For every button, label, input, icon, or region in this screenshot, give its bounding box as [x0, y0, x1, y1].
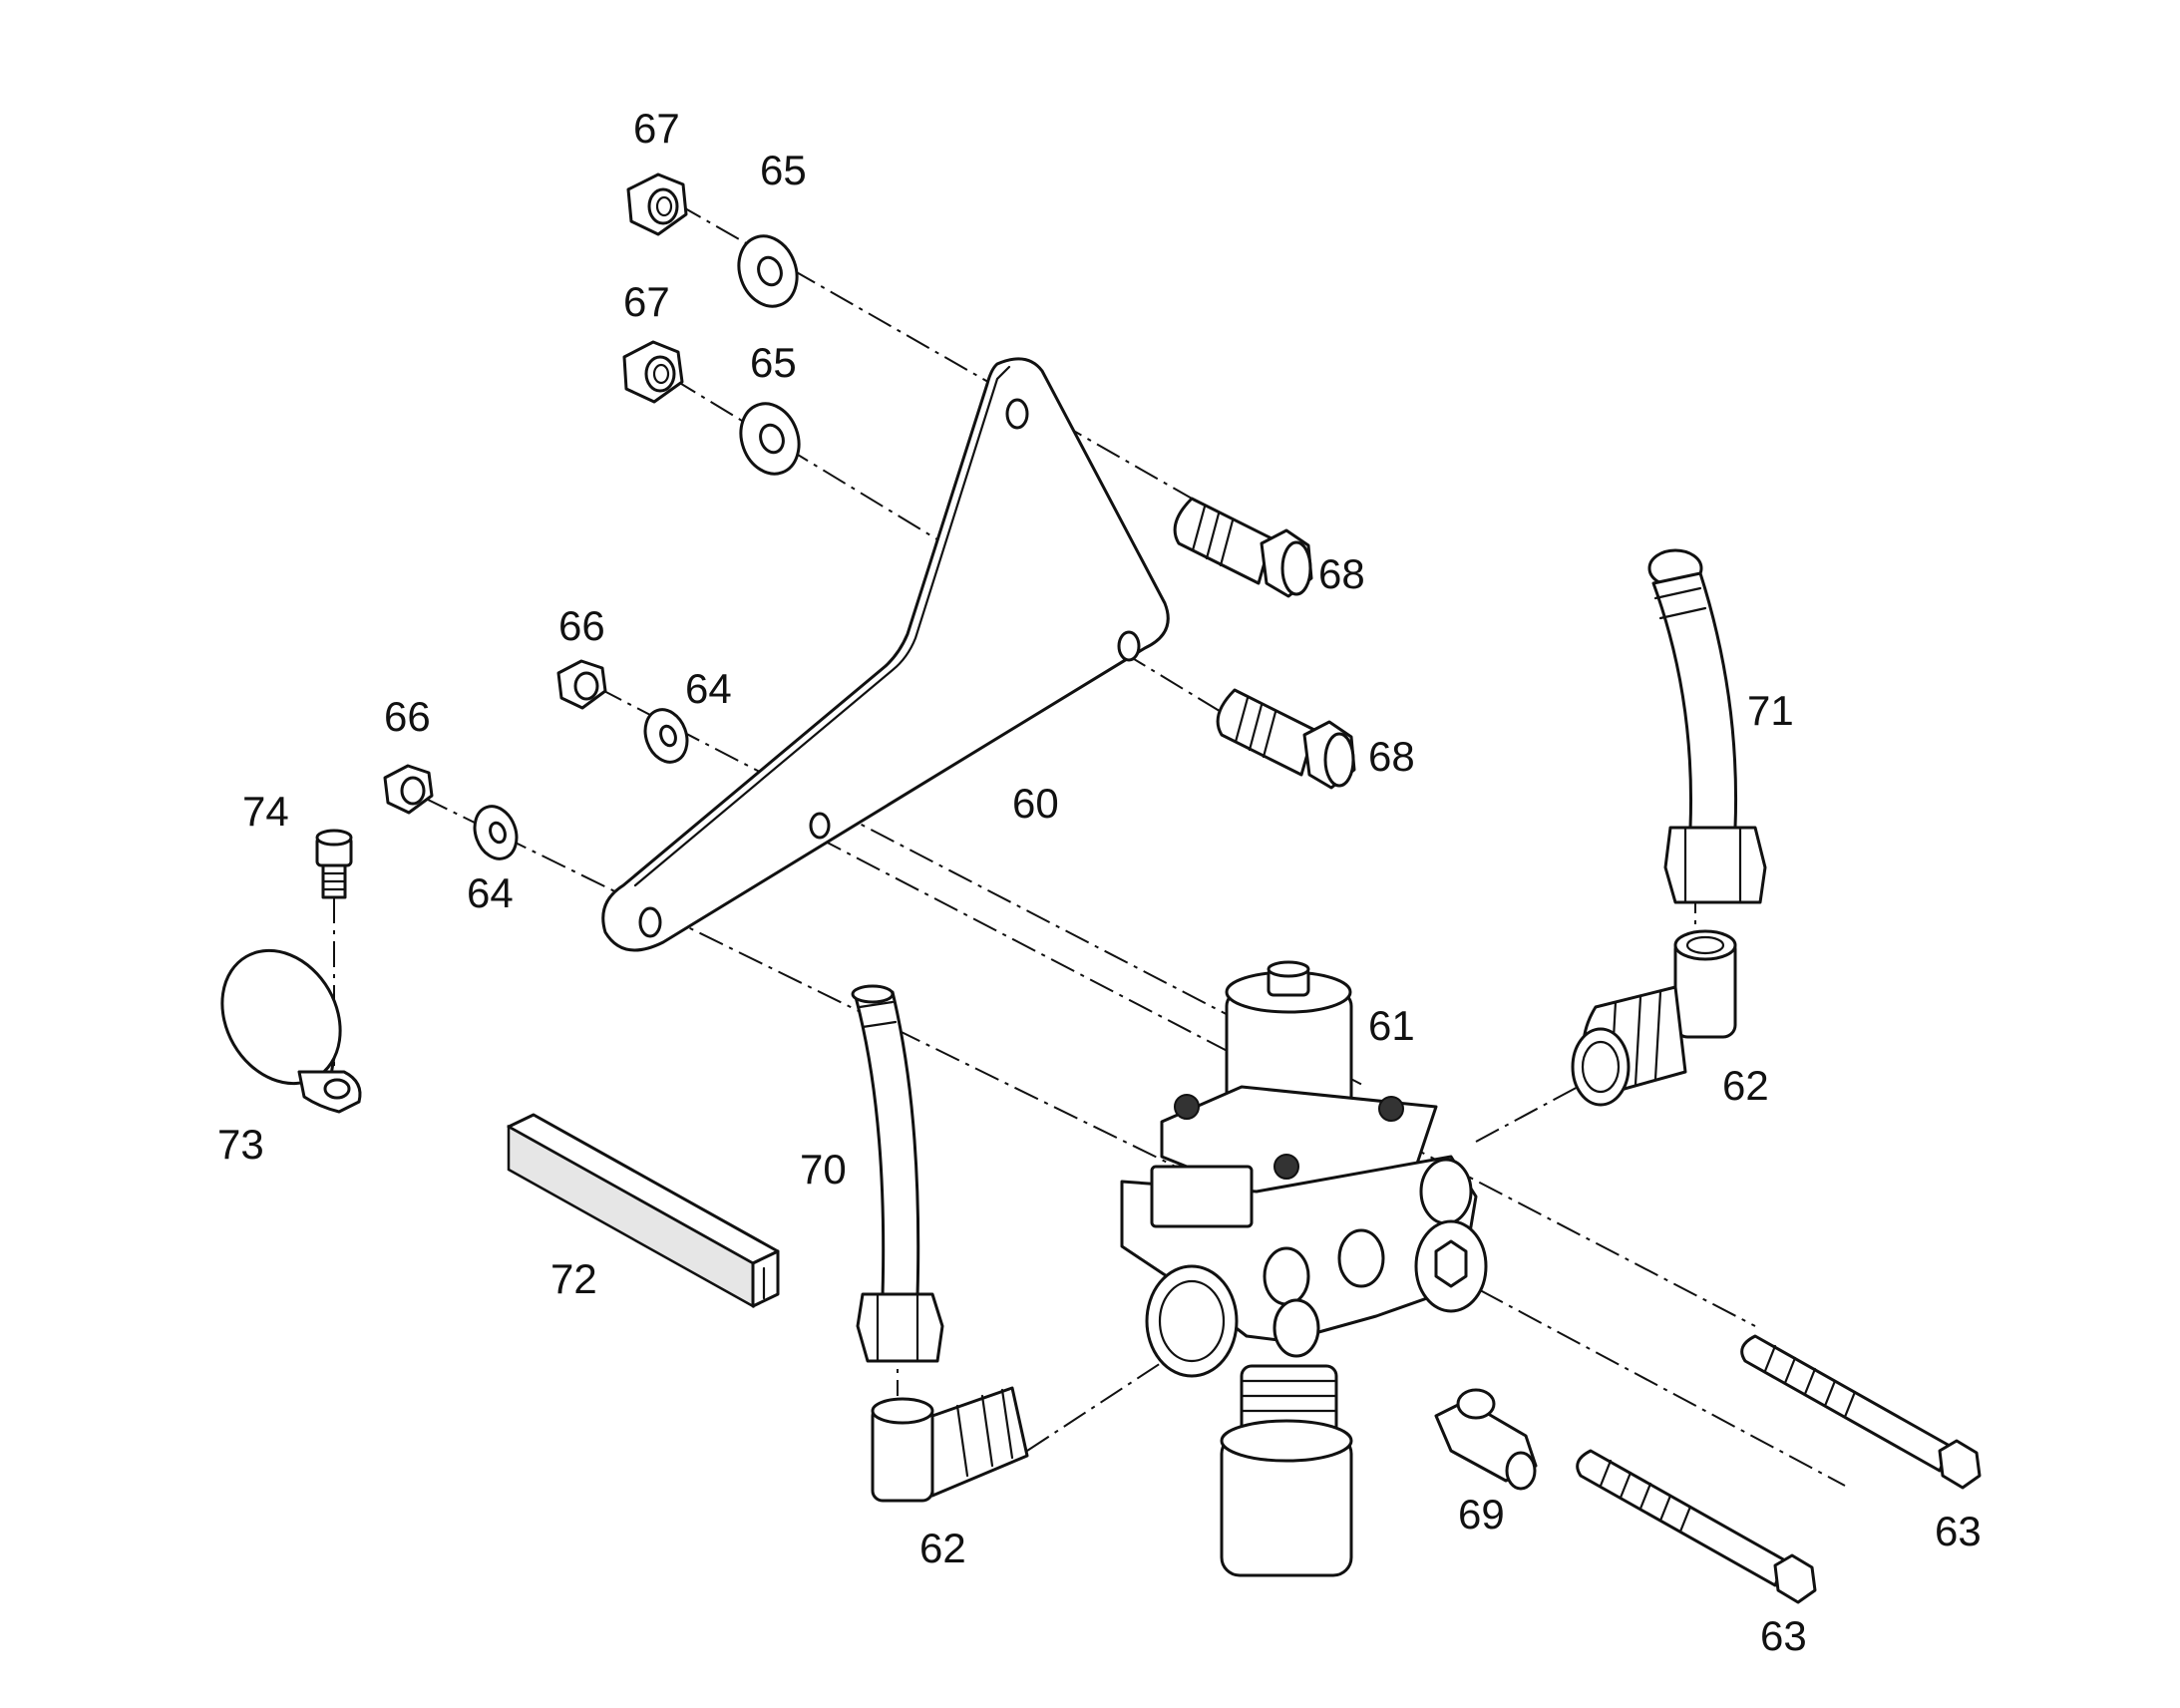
socket-screw-74	[315, 829, 353, 899]
elbow-fitting-62-upper	[1571, 929, 1737, 1107]
hose-71	[1647, 548, 1767, 904]
callout-62-lower: 62	[919, 1525, 966, 1571]
callout-68-upper: 68	[1318, 550, 1365, 597]
callout-67-upper: 67	[633, 105, 680, 152]
callout-71: 71	[1747, 687, 1794, 734]
callout-65-lower: 65	[750, 339, 797, 386]
callout-74: 74	[242, 788, 289, 835]
callout-64-lower: 64	[467, 869, 514, 916]
callout-68-lower: 68	[1368, 733, 1415, 780]
bolt-68-lower	[1216, 688, 1356, 790]
elbow-fitting-62-lower	[871, 1386, 1029, 1503]
callout-65-upper: 65	[760, 147, 807, 193]
washer-65-lower	[739, 402, 801, 476]
callout-72: 72	[550, 1255, 597, 1302]
washer-65-upper	[737, 234, 799, 308]
valve-body-61	[1120, 960, 1488, 1577]
washer-64-upper	[643, 708, 689, 764]
hex-nut-66-lower	[383, 764, 434, 815]
long-bolt-63-lower	[1576, 1449, 1817, 1604]
bracket-60	[601, 357, 1170, 952]
callout-66-upper: 66	[558, 602, 605, 649]
hex-nut-67-upper	[626, 172, 688, 236]
callout-69: 69	[1458, 1491, 1505, 1537]
callout-63-lower: 63	[1760, 1612, 1807, 1659]
pipe-clamp-73	[220, 948, 362, 1114]
fitting-69	[1434, 1388, 1538, 1491]
callout-70: 70	[800, 1146, 847, 1193]
square-bar-72	[507, 1113, 780, 1309]
hose-70	[851, 984, 944, 1363]
hex-nut-66-upper	[556, 659, 607, 710]
callout-64-upper: 64	[685, 665, 732, 712]
callout-63-upper: 63	[1935, 1508, 1982, 1554]
hex-nut-67-lower	[622, 340, 684, 404]
callout-73: 73	[217, 1121, 264, 1168]
callout-62-upper: 62	[1722, 1062, 1769, 1109]
bolt-68-upper	[1173, 497, 1313, 598]
long-bolt-63-upper	[1740, 1334, 1982, 1490]
washer-64-lower	[473, 805, 519, 860]
callout-66-lower: 66	[384, 693, 431, 740]
callout-67-lower: 67	[623, 278, 670, 325]
callout-60: 60	[1012, 780, 1059, 827]
callout-61: 61	[1368, 1002, 1415, 1049]
